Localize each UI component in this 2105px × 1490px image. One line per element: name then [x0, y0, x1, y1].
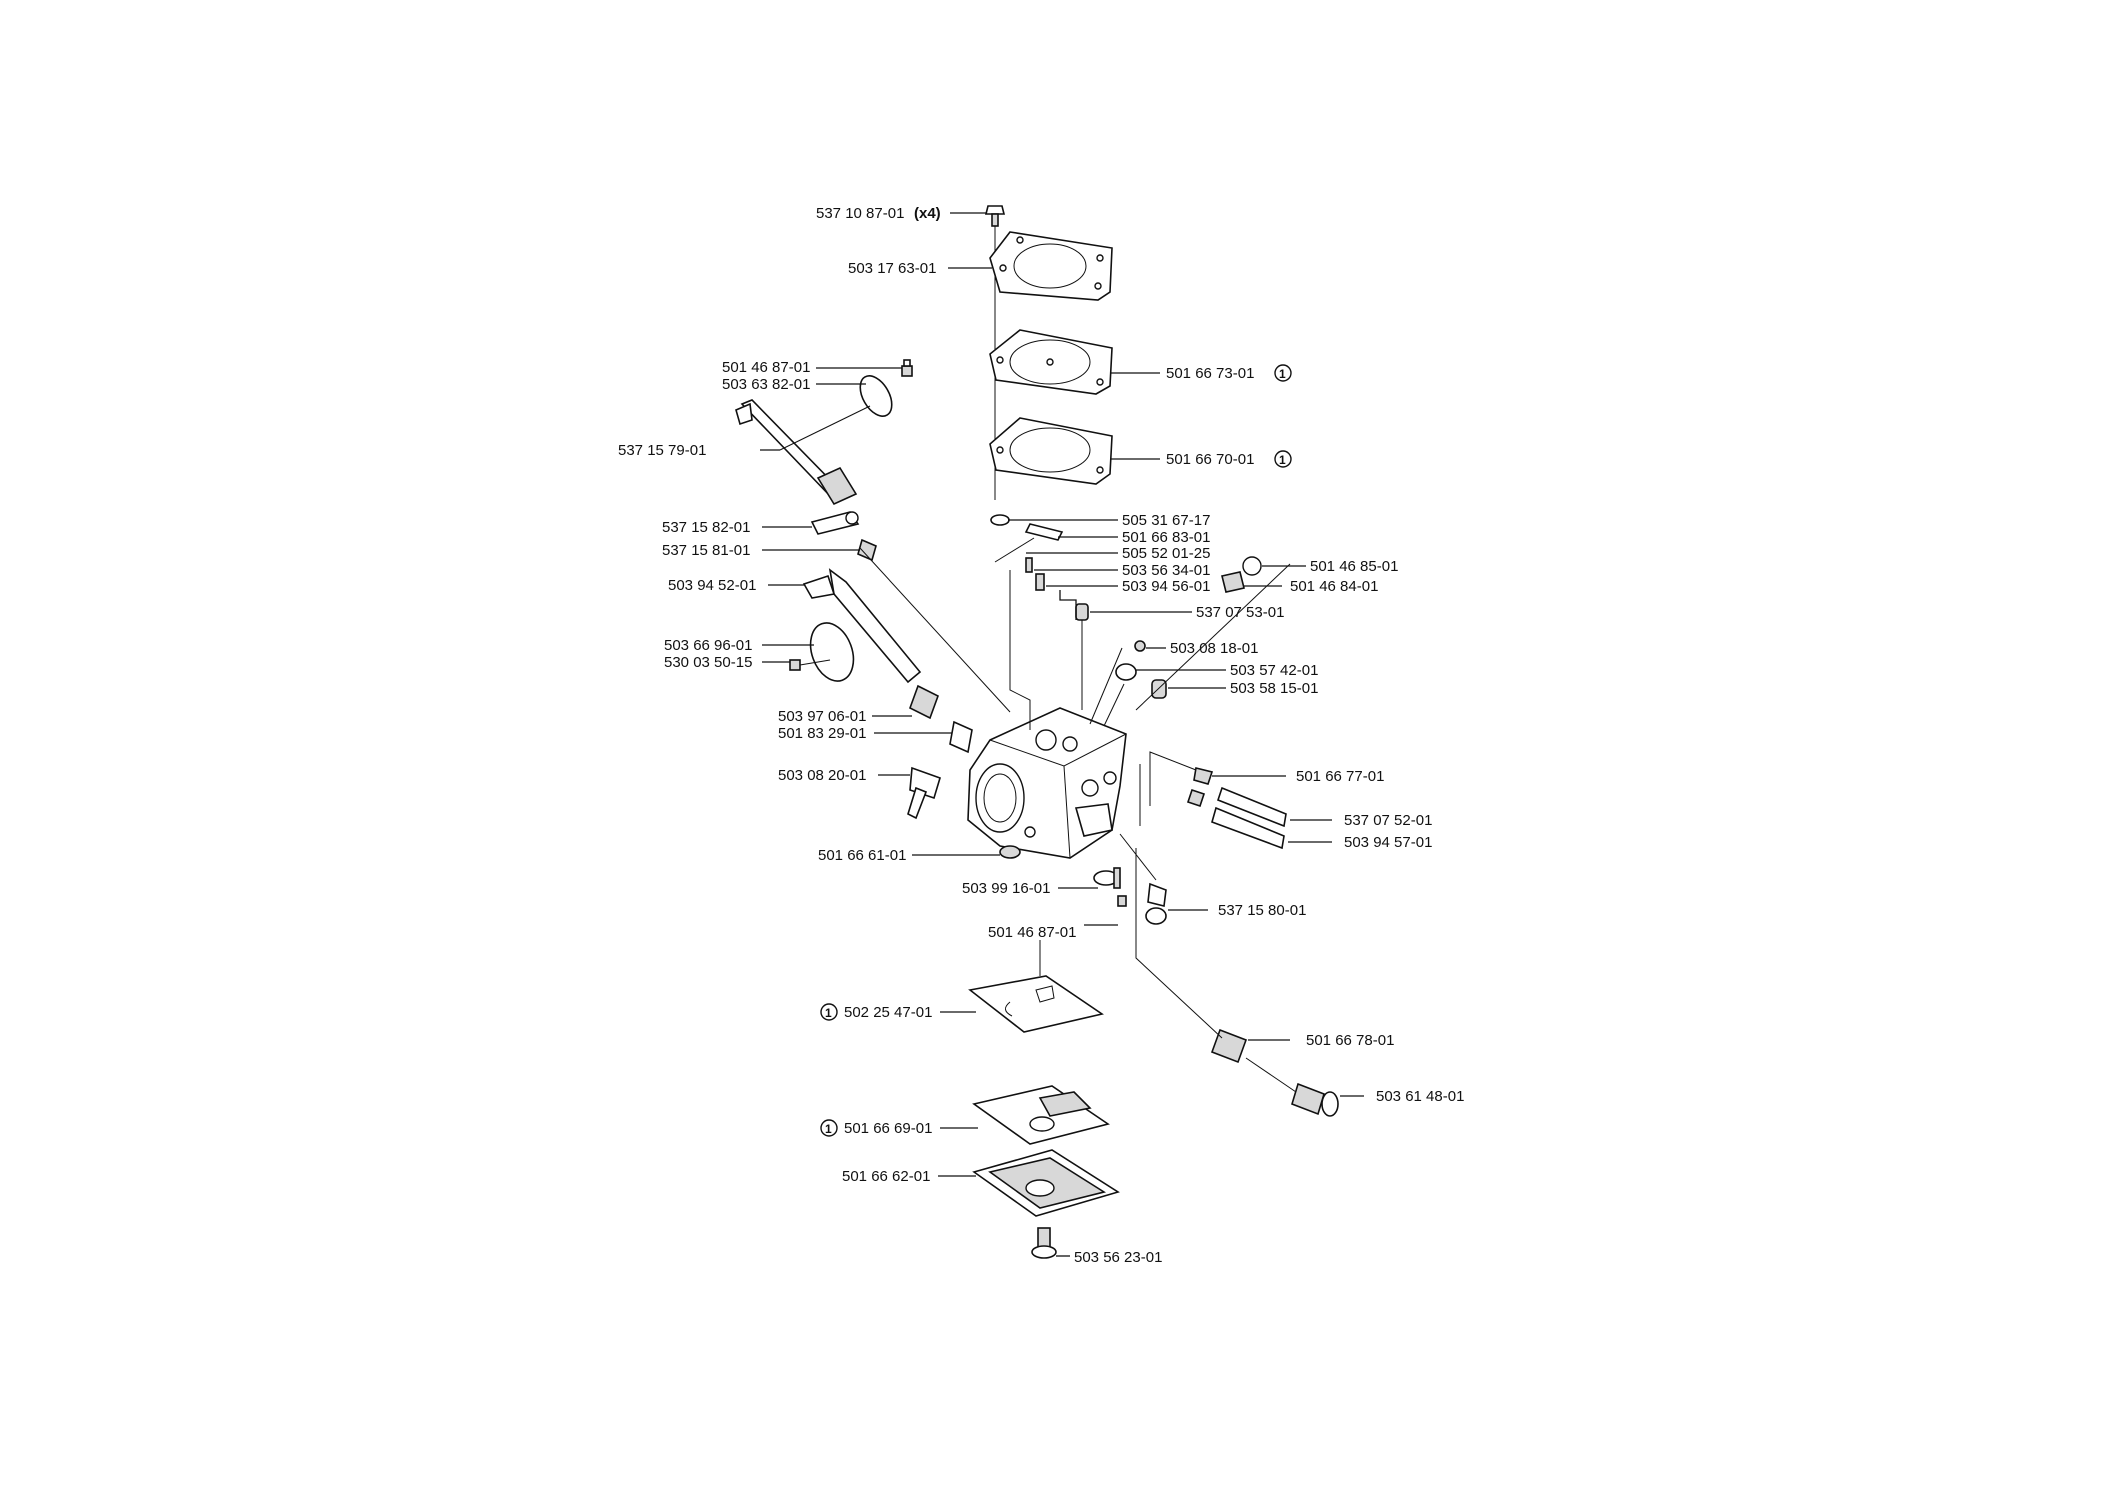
choke-valve-screw [789, 659, 831, 671]
bottom-cover-screw [1031, 1227, 1057, 1259]
pump-pin [1113, 867, 1121, 889]
throttle-lever-lower [1145, 882, 1167, 925]
label-qty-x4: (x4) [914, 205, 941, 222]
label-503-08-20-01: 503 08 20-01 [778, 767, 866, 784]
fuel-inlet-fitting [907, 766, 941, 820]
carburetor-body [967, 707, 1127, 859]
idle-screw-spring [1210, 1028, 1248, 1064]
label-502-25-47-01: 502 25 47-01 [844, 1004, 932, 1021]
diaphragm-cover [972, 1149, 1120, 1217]
throttle-return-spring [857, 538, 877, 562]
label-503-56-34-01: 503 56 34-01 [1122, 562, 1210, 579]
label-537-07-52-01: 537 07 52-01 [1344, 812, 1432, 829]
label-537-10-87-01: 537 10 87-01 [816, 205, 904, 222]
label-503-66-96-01: 503 66 96-01 [664, 637, 752, 654]
label-501-46-84-01: 501 46 84-01 [1290, 578, 1378, 595]
choke-bushing [949, 720, 973, 754]
metering-lever [1024, 523, 1064, 541]
label-501-66-70-01: 501 66 70-01 [1166, 451, 1254, 468]
choke-spring [909, 684, 939, 720]
label-503-94-57-01: 503 94 57-01 [1344, 834, 1432, 851]
idle-screw [1291, 1082, 1339, 1117]
check-ball [1242, 556, 1262, 576]
kit-marker-501-66-69-01: 1 [820, 1119, 838, 1137]
lever-spring [1035, 573, 1045, 591]
lower-screw [1117, 895, 1127, 907]
label-537-07-53-01: 537 07 53-01 [1196, 604, 1284, 621]
label-505-52-01-25: 505 52 01-25 [1122, 545, 1210, 562]
choke-shaft [802, 568, 922, 684]
label-501-46-85-01: 501 46 85-01 [1310, 558, 1398, 575]
lever-pin-washer [990, 514, 1010, 526]
high-speed-needle [1186, 788, 1285, 850]
label-530-03-50-15: 530 03 50-15 [664, 654, 752, 671]
label-537-15-80-01: 537 15 80-01 [1218, 902, 1306, 919]
kit-marker-502-25-47-01: 1 [820, 1003, 838, 1021]
label-501-66-69-01: 501 66 69-01 [844, 1120, 932, 1137]
choke-valve-disc [809, 622, 855, 682]
plug-seal [1115, 663, 1137, 681]
throttle-lever [810, 511, 860, 535]
svg-text:1: 1 [825, 1006, 832, 1020]
label-503-99-16-01: 503 99 16-01 [962, 880, 1050, 897]
metering-gasket [968, 975, 1104, 1033]
label-501-83-29-01: 501 83 29-01 [778, 725, 866, 742]
label-503-97-06-01: 503 97 06-01 [778, 708, 866, 725]
label-501-46-87-01-top: 501 46 87-01 [722, 359, 810, 376]
throttle-valve-screw [901, 359, 913, 377]
leader-lines [760, 212, 1364, 1257]
label-503-61-48-01: 503 61 48-01 [1376, 1088, 1464, 1105]
label-503-63-82-01: 503 63 82-01 [722, 376, 810, 393]
small-washer [1134, 640, 1146, 652]
label-501-66-61-01: 501 66 61-01 [818, 847, 906, 864]
label-503-17-63-01: 503 17 63-01 [848, 260, 936, 277]
welch-plug [1075, 603, 1089, 621]
svg-text:1: 1 [1279, 367, 1286, 381]
kit-marker-501-66-73-01: 1 [1274, 364, 1292, 382]
svg-text:1: 1 [825, 1122, 832, 1136]
fuel-filter-screen [999, 845, 1021, 859]
plug-cap [1151, 679, 1167, 699]
label-537-15-79-01: 537 15 79-01 [618, 442, 706, 459]
fuel-pump-diaphragm [972, 1085, 1110, 1145]
label-501-66-77-01: 501 66 77-01 [1296, 768, 1384, 785]
pump-gasket [989, 417, 1113, 485]
metering-diaphragm [989, 329, 1113, 395]
throttle-shaft [735, 399, 858, 506]
label-503-94-52-01: 503 94 52-01 [668, 577, 756, 594]
screw-top [984, 205, 1006, 227]
label-503-08-18-01: 503 08 18-01 [1170, 640, 1258, 657]
svg-text:1: 1 [1279, 453, 1286, 467]
label-503-57-42-01: 503 57 42-01 [1230, 662, 1318, 679]
label-501-66-83-01: 501 66 83-01 [1122, 529, 1210, 546]
pump-cover [989, 231, 1113, 301]
label-501-66-78-01: 501 66 78-01 [1306, 1032, 1394, 1049]
throttle-valve-disc [859, 375, 893, 417]
label-501-46-87-01-lower: 501 46 87-01 [988, 924, 1076, 941]
label-537-15-82-01: 537 15 82-01 [662, 519, 750, 536]
label-505-31-67-17: 505 31 67-17 [1122, 512, 1210, 529]
kit-marker-501-66-70-01: 1 [1274, 450, 1292, 468]
label-503-56-23-01: 503 56 23-01 [1074, 1249, 1162, 1266]
label-503-94-56-01: 503 94 56-01 [1122, 578, 1210, 595]
label-503-58-15-01: 503 58 15-01 [1230, 680, 1318, 697]
needle-valve [1025, 557, 1033, 573]
label-501-66-73-01: 501 66 73-01 [1166, 365, 1254, 382]
label-501-66-62-01: 501 66 62-01 [842, 1168, 930, 1185]
label-537-15-81-01: 537 15 81-01 [662, 542, 750, 559]
check-spring [1221, 571, 1245, 593]
low-speed-needle [1193, 767, 1287, 828]
